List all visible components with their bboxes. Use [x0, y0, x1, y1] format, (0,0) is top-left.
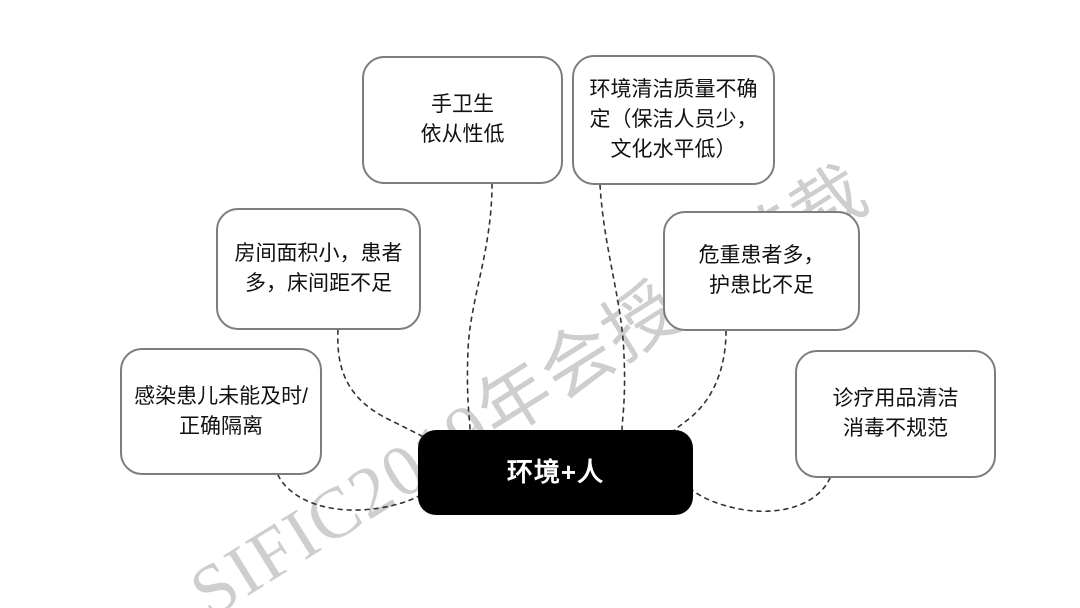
- node-center-environment-people[interactable]: 环境+人: [418, 430, 693, 515]
- node-label: 房间面积小，患者 多，床间距不足: [234, 242, 403, 295]
- node-label: 诊疗用品清洁 消毒不规范: [832, 387, 959, 440]
- node-room-area-small[interactable]: 房间面积小，患者 多，床间距不足: [216, 208, 421, 330]
- node-critical-patients[interactable]: 危重患者多， 护患比不足: [663, 211, 860, 331]
- node-label: 危重患者多， 护患比不足: [698, 244, 825, 297]
- node-label: 手卫生 依从性低: [420, 93, 505, 146]
- node-label: 感染患儿未能及时/ 正确隔离: [134, 384, 308, 438]
- node-environment-cleaning-quality[interactable]: 环境清洁质量不确 定（保洁人员少， 文化水平低）: [572, 55, 775, 185]
- center-node-label: 环境+人: [506, 457, 605, 488]
- node-label: 环境清洁质量不确 定（保洁人员少， 文化水平低）: [589, 78, 758, 161]
- node-infected-children-isolation[interactable]: 感染患儿未能及时/ 正确隔离: [120, 348, 322, 475]
- node-medical-supplies-disinfection[interactable]: 诊疗用品清洁 消毒不规范: [795, 350, 996, 478]
- node-hand-hygiene[interactable]: 手卫生 依从性低: [362, 56, 563, 184]
- connector-medical-supplies: [691, 477, 831, 512]
